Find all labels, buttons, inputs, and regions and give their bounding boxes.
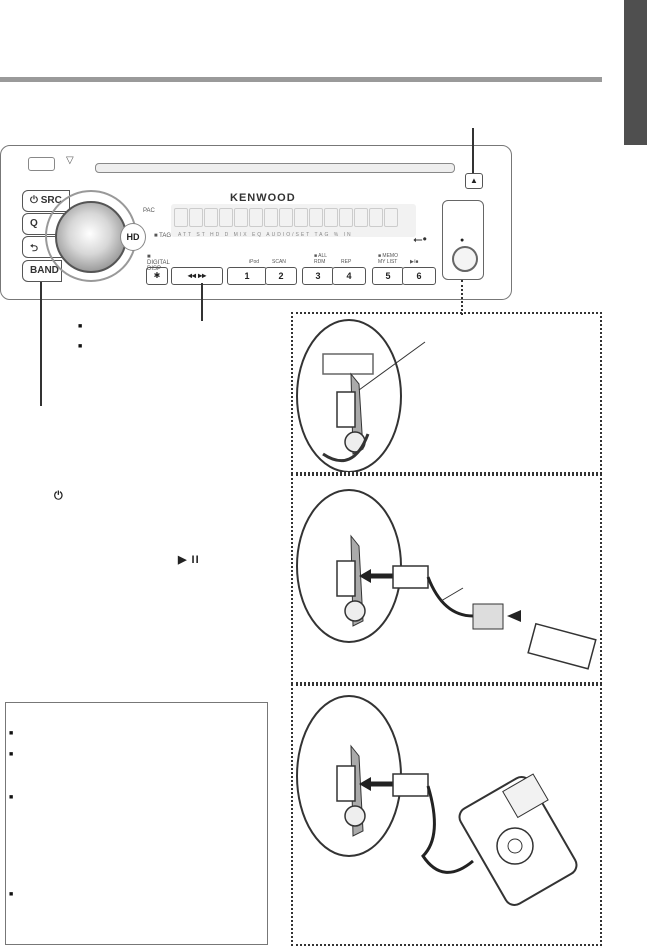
prev-next-button[interactable]: ◂◂ ▸▸: [171, 267, 223, 285]
aux-jack-icon: ●: [460, 237, 465, 244]
disc-slot: [95, 163, 455, 173]
preset-1-button[interactable]: 1: [227, 267, 267, 285]
prev-next-callout-line: [201, 283, 203, 321]
tag-button[interactable]: ■ TAG: [154, 233, 172, 239]
lcd-indicators: ATT ST HD D MIX EQ AUDIO/SET TAG % IN: [178, 232, 353, 238]
preset-6-button[interactable]: 6: [402, 267, 436, 285]
hd-button[interactable]: HD: [120, 223, 146, 251]
open-door-drawing: [296, 319, 426, 473]
brand-logo: KENWOOD: [230, 192, 296, 204]
usb-device-drawing: [296, 489, 597, 670]
triangle-icon: ▽: [66, 155, 74, 166]
volume-knob[interactable]: [55, 201, 127, 273]
eject-callout-line: [472, 128, 474, 173]
notes-bullet-4: ■: [9, 891, 14, 898]
band-callout-line: [40, 282, 42, 406]
illustration-open-door: [291, 312, 602, 474]
star-button[interactable]: ✱: [146, 267, 168, 285]
eject-button[interactable]: ▲: [465, 173, 483, 189]
digital-disp-label: ■ DIGITAL DISP: [147, 254, 170, 272]
usb-icon: ⭠•: [413, 232, 427, 246]
preset-2-button[interactable]: 2: [265, 267, 297, 285]
power-icon: ⏻: [54, 490, 63, 502]
notes-bullet-3: ■: [9, 794, 14, 801]
play-pause-icon: ▶ II: [178, 554, 200, 566]
preset-3-button[interactable]: 3: [302, 267, 334, 285]
preset-4-label: REP: [341, 259, 352, 265]
faceplate-release-icon[interactable]: [28, 157, 55, 171]
illustration-ipod: [291, 684, 602, 946]
notes-bullet-2: ■: [9, 751, 14, 758]
preset-3-label: ■ ALL RDM: [314, 253, 327, 265]
preset-5-label: ■ MEMO MY LIST: [378, 253, 398, 265]
header-rule: [0, 77, 602, 82]
notes-bullet-1: ■: [9, 730, 14, 737]
lcd-display: [171, 204, 416, 237]
usb-callout-dotted-line: [461, 280, 463, 315]
illustration-usb-device: [291, 474, 602, 684]
preset-6-label: ▶/■: [410, 259, 419, 265]
pac-label: PAC: [143, 208, 155, 214]
callout-bullet-2: ■: [78, 343, 83, 350]
preset-5-button[interactable]: 5: [372, 267, 404, 285]
ipod-drawing: [296, 695, 578, 906]
usb-port[interactable]: [452, 246, 478, 272]
preset-2-label: SCAN: [272, 259, 286, 265]
callout-bullet-1: ■: [78, 323, 83, 330]
notes-box: ■ ■ ■ ■: [5, 702, 268, 945]
preset-1-label: iPod: [249, 259, 260, 265]
preset-4-button[interactable]: 4: [332, 267, 366, 285]
side-tab: [624, 0, 647, 145]
